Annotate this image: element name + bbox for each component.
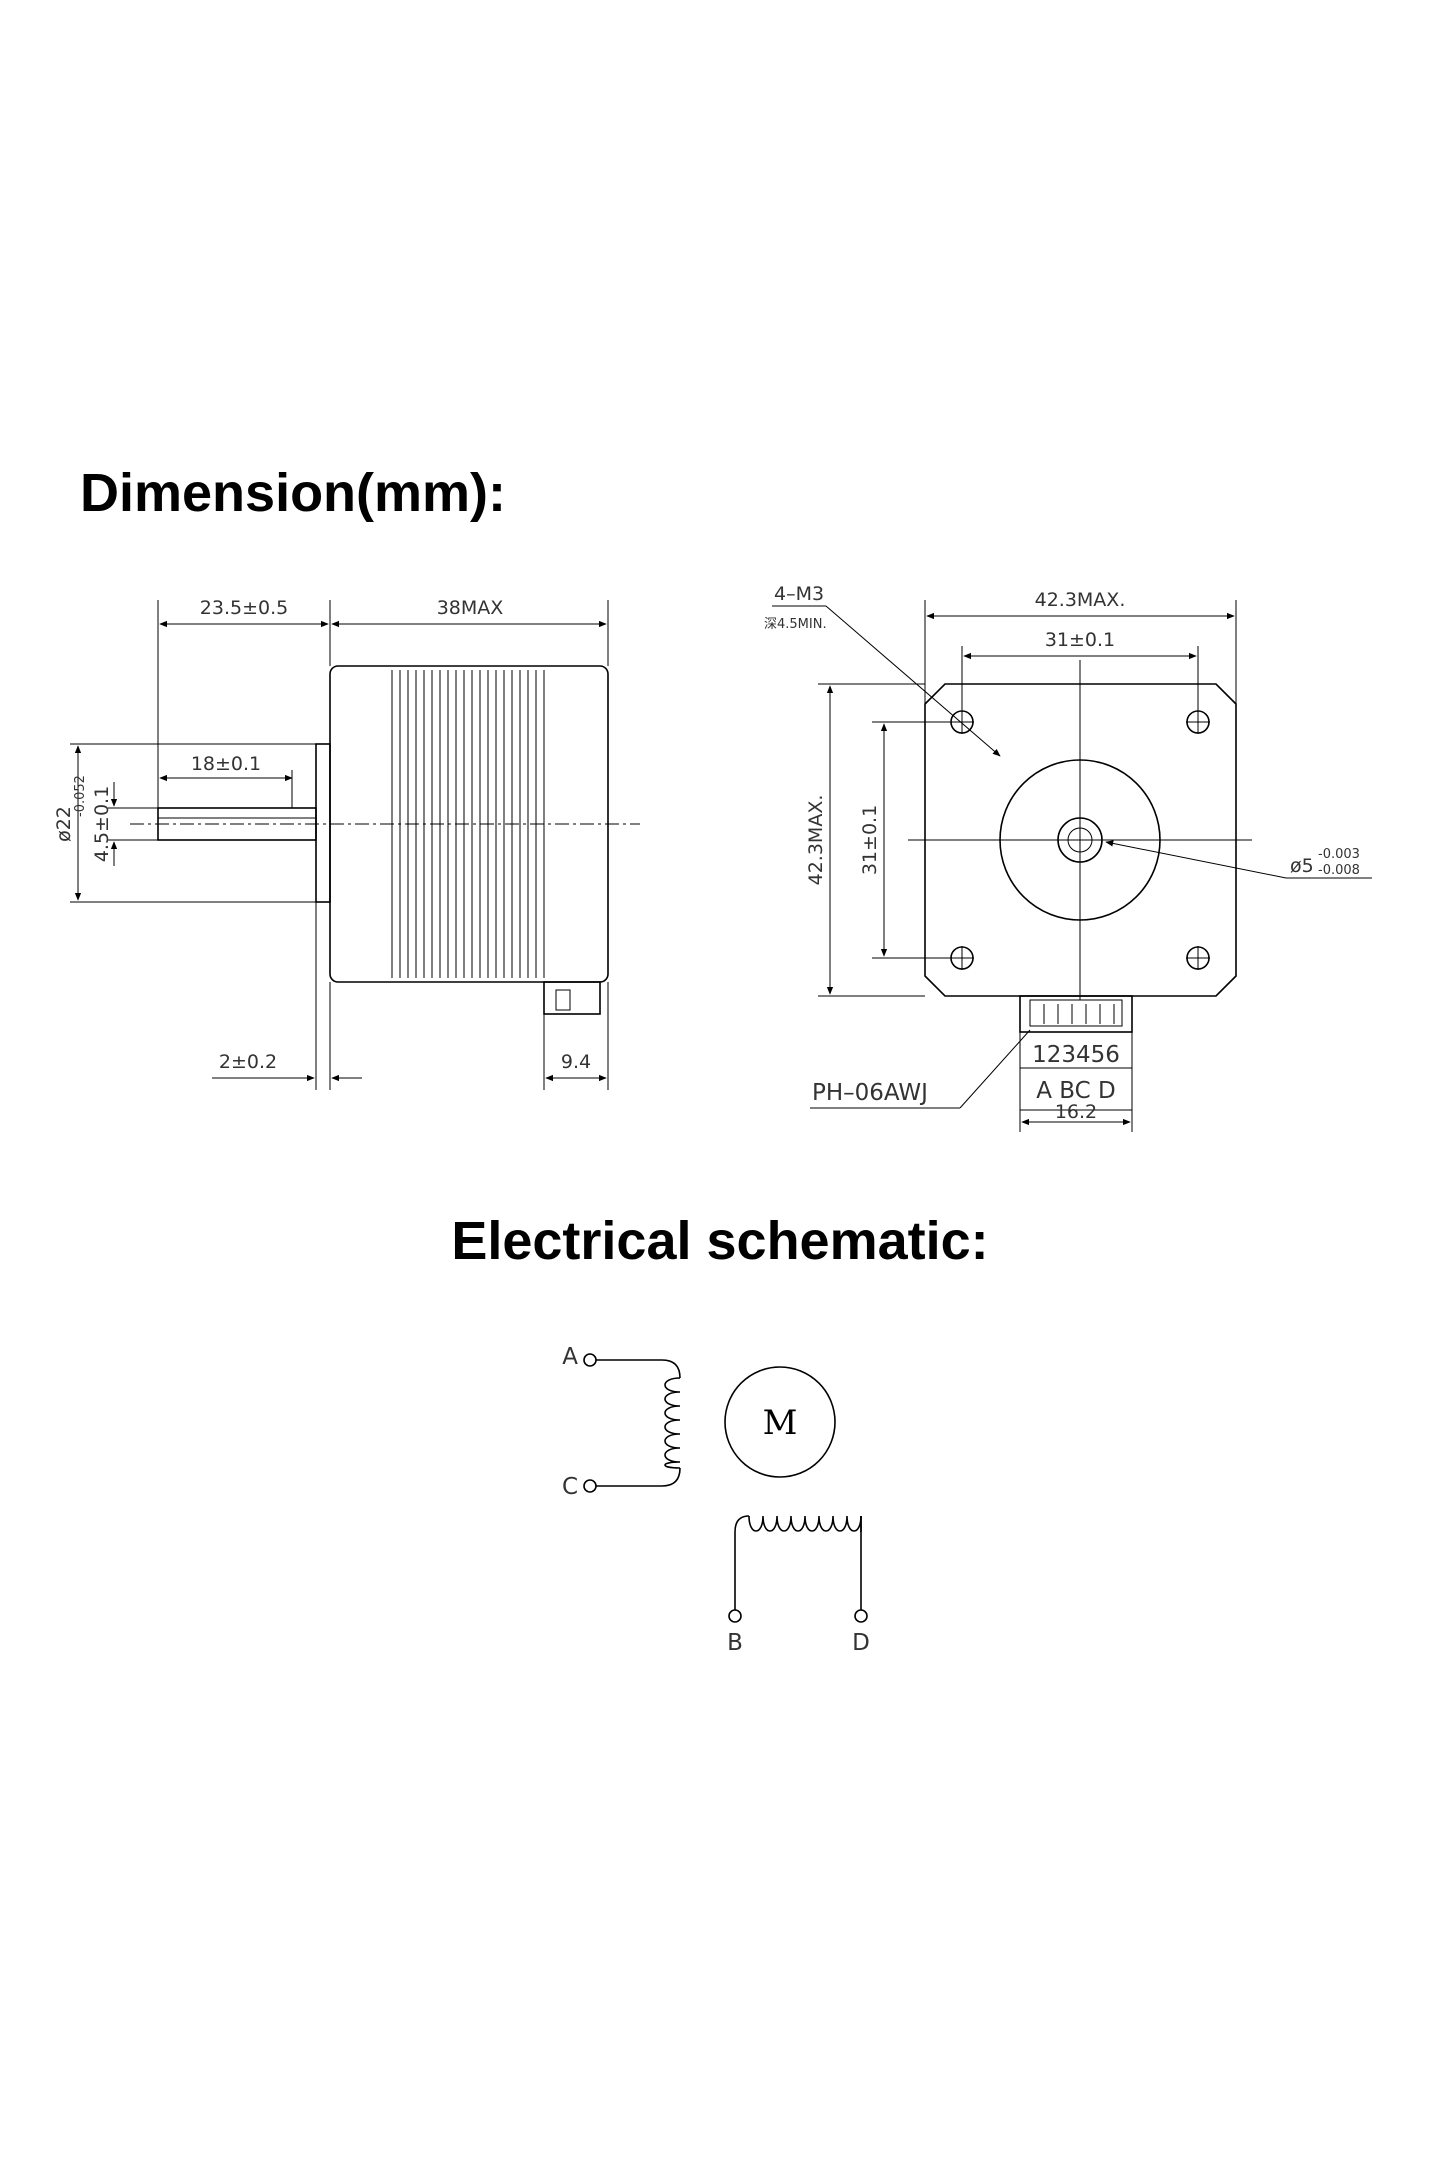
terminal-d-dot xyxy=(854,1609,868,1623)
dim-shaft-diameter: ø5 xyxy=(1290,855,1314,877)
front-connector xyxy=(1019,995,1133,1033)
dim-hole-spacing-v: 31±0.1 xyxy=(859,805,881,875)
connector-part-number: PH–06AWJ xyxy=(812,1080,928,1106)
motor-face xyxy=(924,683,1237,997)
lead-c xyxy=(596,1467,681,1487)
side-connector xyxy=(543,981,601,1015)
winding-a-c xyxy=(664,1377,681,1469)
dim-shaft-diameter-tol-upper: -0.003 xyxy=(1318,847,1360,862)
terminal-d-label: D xyxy=(852,1630,870,1656)
connector-pin-numbers: 123456 xyxy=(1032,1042,1120,1068)
hole-depth: 深4.5MIN. xyxy=(764,617,827,632)
terminal-c-dot xyxy=(583,1479,597,1493)
lead-a xyxy=(596,1359,681,1379)
dim-flange-thickness: 2±0.2 xyxy=(219,1051,277,1073)
side-view-drawing: 23.5±0.5 38MAX 18±0.1 ø22 -0.052 4.5±0.1… xyxy=(53,597,640,1090)
hole-spec: 4–M3 xyxy=(774,583,824,605)
dim-flange-diameter-tol: -0.052 xyxy=(73,775,88,817)
dim-shaft-length: 23.5±0.5 xyxy=(200,597,288,619)
motor-symbol xyxy=(724,1366,836,1478)
dim-flat-height: 4.5±0.1 xyxy=(91,786,113,862)
terminal-c-label: C xyxy=(562,1474,578,1500)
terminal-a-dot xyxy=(583,1353,597,1367)
connector-pin-phases: A BC D xyxy=(1036,1078,1116,1104)
dim-height-max: 42.3MAX. xyxy=(805,795,827,886)
lead-b-top xyxy=(734,1515,750,1533)
schematic-drawing: A C M B D xyxy=(562,1344,870,1656)
dim-hole-spacing-h: 31±0.1 xyxy=(1045,629,1115,651)
terminal-b-label: B xyxy=(727,1630,743,1656)
dim-flange-diameter: ø22 xyxy=(53,806,75,842)
mounting-holes xyxy=(950,710,1210,970)
terminal-a-label: A xyxy=(562,1344,578,1370)
motor-label: M xyxy=(763,1403,798,1443)
front-view-drawing: 123456 A BC D 16.2 PH–06AWJ 42.3MAX. 31±… xyxy=(764,583,1372,1132)
dimension-heading: Dimension(mm): xyxy=(80,463,507,523)
winding-b-d xyxy=(748,1515,862,1532)
terminal-b-dot xyxy=(728,1609,742,1623)
dim-flat-length: 18±0.1 xyxy=(191,753,261,775)
dim-connector-offset: 9.4 xyxy=(561,1051,591,1073)
electrical-schematic-heading: Electrical schematic: xyxy=(451,1211,989,1271)
dim-width-max: 42.3MAX. xyxy=(1035,589,1126,611)
flange xyxy=(315,743,331,903)
dim-connector-width: 16.2 xyxy=(1055,1101,1097,1123)
connector-pins xyxy=(1043,1004,1115,1024)
dim-shaft-diameter-tol-lower: -0.008 xyxy=(1318,863,1360,878)
dim-body-length: 38MAX xyxy=(437,597,504,619)
